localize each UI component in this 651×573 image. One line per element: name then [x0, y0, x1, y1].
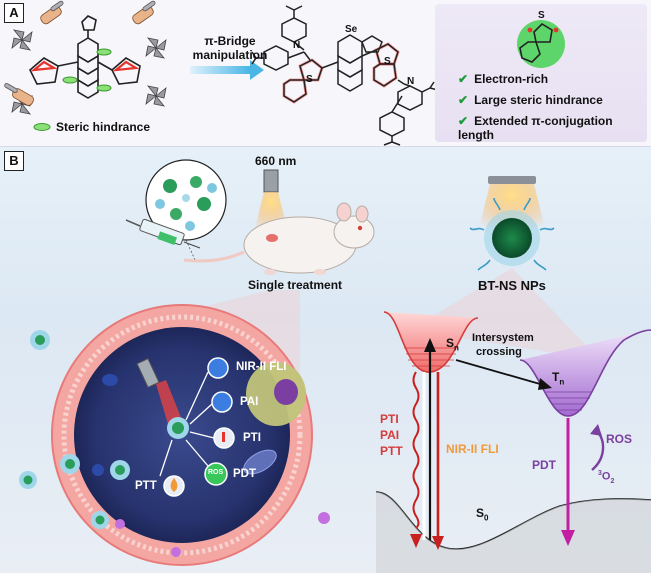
- wrench-hand-icon: [4, 83, 34, 106]
- np-magnifier: [145, 159, 227, 263]
- tn-label: Tn: [552, 370, 565, 387]
- sn-label: Sn: [446, 336, 459, 353]
- nps-label: BT-NS NPs: [478, 278, 546, 293]
- check-icon: ✔: [458, 93, 469, 107]
- arrow-text-line1: π-Bridge: [204, 34, 256, 48]
- benzothiophene-atom-s: S: [538, 10, 545, 21]
- atom-s-left: S: [306, 74, 313, 85]
- rotation-pinwheel-icon: [145, 85, 167, 107]
- steric-legend-swatch: [33, 123, 51, 131]
- s0-label: S0: [476, 506, 489, 523]
- modality-nir-fli: NIR-II FLI: [236, 361, 287, 373]
- pdt-ros-icon: [204, 462, 228, 486]
- bt-ns-nanoparticle: [469, 197, 555, 271]
- donor-molecule: [29, 15, 141, 99]
- label-pdt: PDT: [532, 458, 556, 472]
- label-pai: PAI: [380, 428, 400, 442]
- cell-illustration: [51, 304, 313, 566]
- ros-inner-label: ROS: [208, 469, 224, 476]
- wrench-hand-icon: [132, 0, 156, 25]
- energy-diagram: [375, 311, 651, 573]
- modality-pai: PAI: [240, 396, 259, 408]
- pai-wifi-icon: [211, 391, 233, 413]
- panel-b-label: B: [4, 151, 24, 171]
- laser-label: 660 nm: [255, 154, 297, 168]
- label-pti: PTI: [380, 412, 399, 426]
- modality-pti: PTI: [243, 432, 261, 444]
- check-icon: ✔: [458, 72, 469, 86]
- modality-ptt: PTT: [135, 480, 157, 492]
- panel-a-label: A: [4, 3, 24, 23]
- steric-legend-label: Steric hindrance: [56, 120, 151, 134]
- wrench-hand-icon: [40, 0, 64, 25]
- mouse-icon: [183, 202, 375, 275]
- modality-pdt: PDT: [233, 468, 256, 480]
- feature-steric: ✔Large steric hindrance: [458, 93, 603, 107]
- isc-label-line1: Intersystem: [472, 332, 534, 344]
- feature-electron-rich: ✔Electron-rich: [458, 72, 549, 86]
- single-treatment-label: Single treatment: [248, 278, 343, 292]
- atom-n-right: N: [407, 76, 415, 87]
- nir-fli-icon: [207, 357, 229, 379]
- syringe-icon: [125, 218, 201, 249]
- atom-se: Se: [345, 24, 358, 35]
- arrow-text-line2: manipulation: [192, 48, 268, 62]
- label-ros: ROS: [606, 432, 633, 446]
- check-icon: ✔: [458, 114, 469, 128]
- atom-s-right: S: [384, 56, 391, 67]
- rotation-pinwheel-icon: [11, 29, 33, 51]
- external-nanoparticles: [19, 330, 109, 529]
- label-nir-ii-fli: NIR-II FLI: [446, 442, 499, 456]
- benzothiophene-icon: [517, 20, 565, 68]
- feature-icon-layer: [517, 20, 565, 68]
- rotation-pinwheel-icon: [145, 37, 167, 59]
- label-ptt: PTT: [380, 444, 403, 458]
- feature-conjugation: ✔Extended π-conjugation length: [458, 114, 613, 142]
- atom-n-left: N: [293, 40, 301, 51]
- isc-label-line2: crossing: [476, 346, 522, 358]
- bt-ns-molecule: [251, 5, 439, 146]
- label-triplet-oxygen: 3O2: [598, 470, 615, 485]
- manipulation-arrow: [190, 60, 264, 80]
